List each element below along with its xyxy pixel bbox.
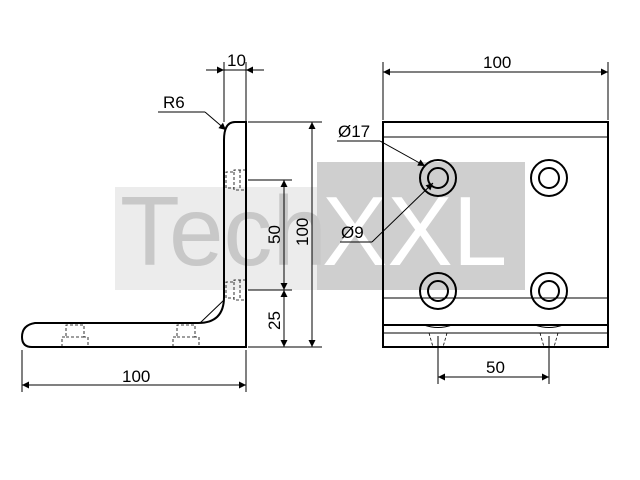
dim-hole-offset: 25 — [265, 311, 284, 330]
hidden-counterbore-base-right — [172, 324, 200, 347]
dim-counterbore: Ø17 — [338, 122, 370, 141]
front-base-countersink-left — [423, 324, 453, 348]
front-view-outline — [382, 121, 609, 348]
dim-hole: Ø9 — [341, 223, 364, 242]
hole-bottom-left — [419, 272, 457, 310]
dim-hole-spacing: 50 — [265, 225, 284, 244]
hidden-counterbore-lower — [225, 279, 246, 301]
front-view-dimensions: 100 Ø17 Ø9 50 — [337, 53, 609, 384]
dim-front-width: 100 — [483, 53, 511, 72]
dim-side-width: 100 — [122, 367, 150, 386]
watermark-text-xxl: XXL — [322, 176, 507, 286]
side-view-outline — [20, 121, 247, 348]
dim-radius: R6 — [163, 93, 185, 112]
front-view — [382, 121, 609, 348]
hidden-counterbore-upper — [225, 169, 246, 191]
dim-side-height: 100 — [293, 218, 312, 246]
hole-top-right — [530, 159, 568, 197]
watermark: Tech XXL — [115, 162, 525, 290]
hole-bottom-right — [530, 272, 568, 310]
side-view-dimensions: 10 R6 100 100 50 25 — [21, 51, 322, 392]
front-base-countersink-right — [534, 324, 564, 348]
side-view — [20, 121, 247, 348]
dim-thickness: 10 — [227, 51, 246, 70]
dim-front-spacing: 50 — [486, 358, 505, 377]
hidden-counterbore-base-left — [61, 324, 89, 347]
side-view-fillet-tangent — [199, 299, 225, 324]
hole-top-left — [419, 159, 457, 197]
